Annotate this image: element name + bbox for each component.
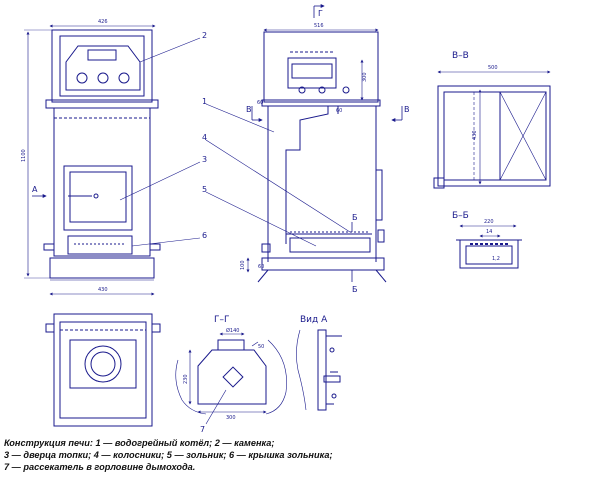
side-section-mark-low-bottom: Б xyxy=(352,285,358,294)
section-gg-width: 300 xyxy=(226,415,236,421)
section-gg-dim-top: 50 xyxy=(258,344,264,350)
section-bb-top xyxy=(433,70,551,189)
view-a xyxy=(296,329,342,411)
front-section-mark: A xyxy=(32,185,38,194)
side-section-mark-b-right: B xyxy=(404,105,410,114)
section-gg-height: 230 xyxy=(183,374,189,384)
view-a-title: Вид А xyxy=(300,315,328,325)
front-width-bottom: 430 xyxy=(98,287,108,293)
side-dim-small2: 60 xyxy=(336,108,342,114)
section-bb xyxy=(456,224,522,269)
section-gg-dia: Ø140 xyxy=(226,327,239,334)
figure-caption: Конструкция печи: 1 — водогрейный котёл;… xyxy=(4,437,596,473)
side-dim-bottom: 100 xyxy=(240,260,246,270)
side-section-mark-low: Б xyxy=(352,213,358,222)
caption-line-3: 7 — рассекатель в горловине дымохода. xyxy=(4,462,196,472)
side-dim-small: 60 xyxy=(257,100,263,106)
front-height-dim: 1100 xyxy=(21,149,27,162)
section-gg-title: Г–Г xyxy=(214,315,229,325)
caption-line-2: 3 — дверца топки; 4 — колосники; 5 — зол… xyxy=(4,450,333,460)
section-bb-dim-side: 1,2 xyxy=(492,256,500,262)
front-view: 426 xyxy=(24,19,201,296)
section-bb-top-title: B–B xyxy=(452,51,469,61)
side-view xyxy=(205,4,403,283)
caption-line-1: Конструкция печи: 1 — водогрейный котёл;… xyxy=(4,438,275,448)
callout-7: 7 xyxy=(200,425,205,434)
side-section-mark-b-left: B xyxy=(246,105,252,114)
side-section-mark-top: Г xyxy=(318,9,323,18)
side-width-top: 516 xyxy=(314,23,324,29)
callout-5: 5 xyxy=(202,185,207,194)
callout-4: 4 xyxy=(202,133,207,142)
section-bb-top-width: 500 xyxy=(488,65,498,71)
section-bb-top-height: 430 xyxy=(472,130,478,140)
callout-1: 1 xyxy=(202,97,207,106)
callout-2: 2 xyxy=(202,31,207,40)
side-height-top: 300 xyxy=(362,72,368,82)
section-bb-width: 220 xyxy=(484,219,494,225)
front-width-top: 426 xyxy=(98,19,108,25)
section-bb-dim-inner: 14 xyxy=(486,229,492,235)
callout-3: 3 xyxy=(202,155,207,164)
section-bb-title: Б–Б xyxy=(452,211,469,221)
callout-6: 6 xyxy=(202,231,207,240)
side-dim-bottom2: 60 xyxy=(258,264,264,270)
section-gg xyxy=(175,332,287,425)
bottom-plan-view xyxy=(45,313,161,427)
